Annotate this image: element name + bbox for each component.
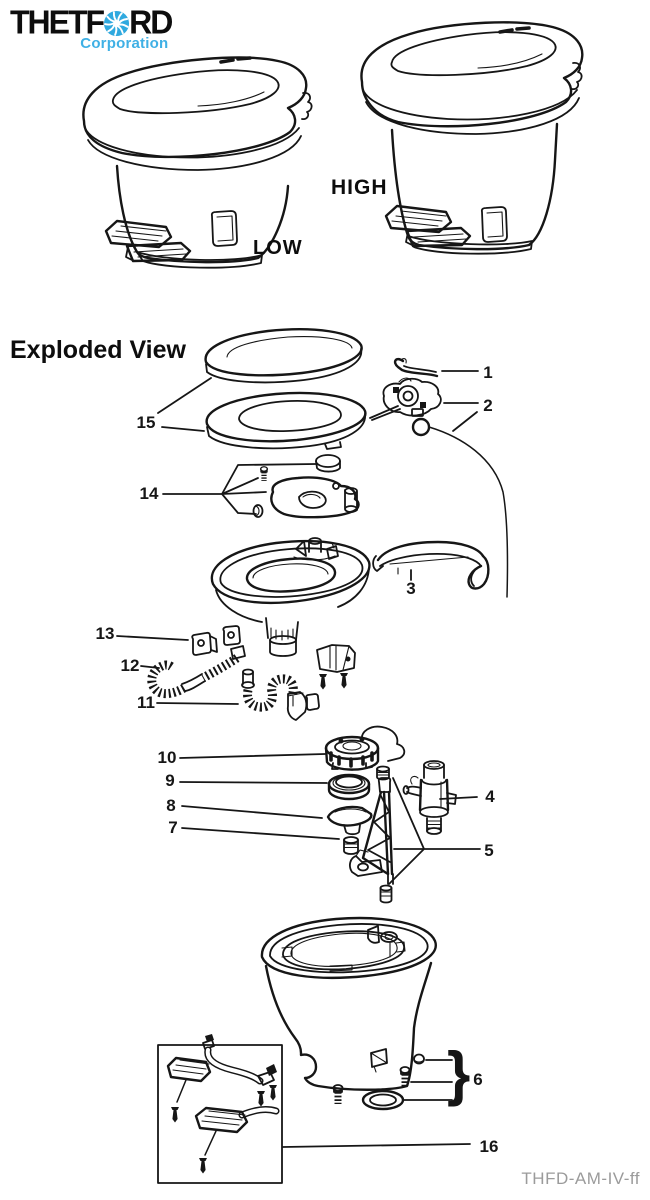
part-number-3: 3	[406, 579, 416, 598]
mounting-clips-drawing	[191, 625, 241, 656]
exploded-view-title: Exploded View	[10, 336, 186, 364]
group-brace: }	[447, 1040, 471, 1107]
part-number-6: 6	[473, 1070, 483, 1089]
hardware-kit-drawing	[401, 1053, 425, 1087]
part-number-1: 1	[483, 363, 493, 382]
thetford-logo: THETF RD Corporation	[10, 3, 173, 52]
part-number-8: 8	[166, 796, 176, 815]
pedal-linkage-drawing	[349, 765, 394, 904]
water-module-group-drawing	[252, 454, 360, 519]
brand-name-suffix: RD	[129, 3, 173, 41]
part-number-7: 7	[168, 818, 178, 837]
water-hose-drawing	[147, 645, 246, 699]
part-number-15: 15	[136, 413, 156, 432]
seal-ring-drawing	[327, 773, 371, 801]
part-number-4: 4	[485, 787, 495, 806]
valve-housing-drawing	[324, 725, 406, 771]
doc-code: THFD-AM-IV-ff	[521, 1169, 640, 1188]
base-drawing	[260, 916, 437, 1111]
mounting-bracket-drawing	[316, 644, 356, 690]
vacuum-breaker-hose-drawing	[241, 668, 320, 721]
part-number-10: 10	[157, 748, 177, 767]
low-toilet-drawing	[82, 56, 313, 269]
high-toilet-drawing	[360, 21, 584, 255]
bowl-assembly-drawing	[210, 537, 371, 657]
part-number-16: 16	[479, 1137, 499, 1156]
part-number-12: 12	[120, 656, 140, 675]
brand-subtitle: Corporation	[80, 35, 169, 52]
part-number-2: 2	[483, 396, 493, 415]
spring-hook-drawing	[393, 357, 439, 378]
part-number-13: 13	[95, 624, 115, 643]
high-variant-label: HIGH	[331, 176, 388, 199]
blade-drawing	[326, 805, 373, 836]
bushing-drawing	[343, 836, 359, 855]
brand-name: THETF RD	[10, 3, 173, 41]
flush-mechanism-drawing	[369, 377, 509, 598]
part-number-14: 14	[139, 484, 159, 503]
part-number-5: 5	[484, 841, 494, 860]
seat-lid-drawing	[204, 328, 367, 450]
callout-leader-lines	[116, 370, 481, 1148]
shroud-cover-drawing	[372, 540, 490, 590]
pinwheel-icon	[104, 10, 130, 36]
water-valve-drawing	[402, 760, 457, 835]
pedal-kit-box-drawing	[157, 1034, 283, 1184]
part-number-11: 11	[137, 693, 155, 712]
low-variant-label: LOW	[253, 237, 303, 259]
part-number-9: 9	[165, 771, 175, 790]
brand-name-prefix: THETF	[10, 3, 105, 41]
